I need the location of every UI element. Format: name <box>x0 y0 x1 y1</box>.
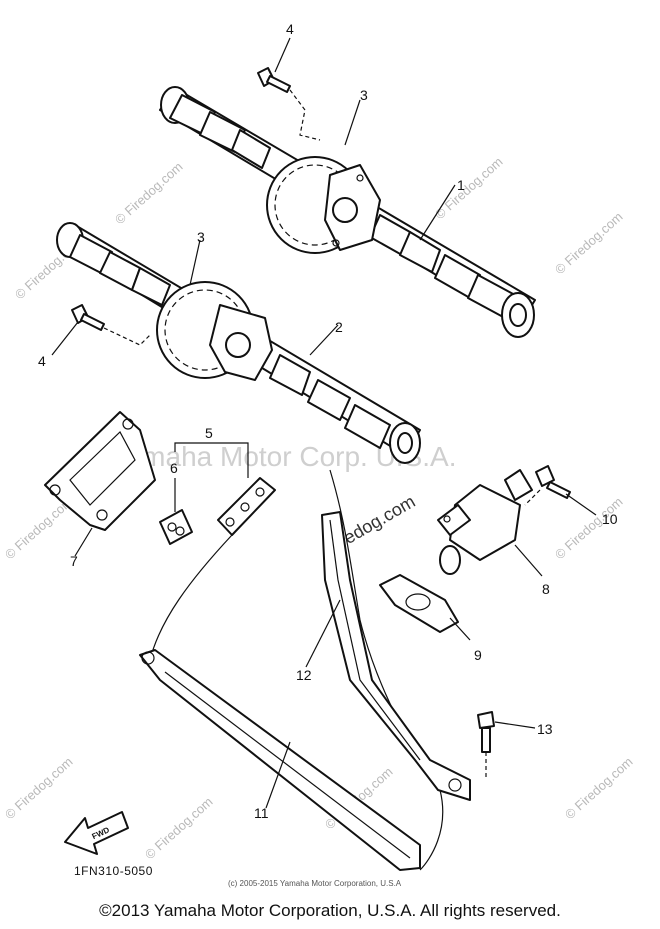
callout-10: 10 <box>602 511 618 527</box>
chain-guide-long <box>139 649 421 871</box>
chain-joint-link <box>159 509 193 545</box>
callout-1: 1 <box>457 177 465 193</box>
firedog-watermark: © Firedog.com <box>552 494 626 562</box>
callout-4-lower: 4 <box>38 353 46 369</box>
callout-8: 8 <box>542 581 550 597</box>
firedog-watermark: © Firedog.com <box>2 754 76 822</box>
callout-13: 13 <box>537 721 553 737</box>
sprocket-lower <box>156 281 273 381</box>
firedog-watermark: © Firedog.com <box>552 209 626 277</box>
callout-3-lower: 3 <box>197 229 205 245</box>
firedog-watermark: © Firedog.com <box>432 154 506 222</box>
guide-bolt <box>477 711 495 780</box>
tensioner-guide <box>321 511 471 801</box>
chain-link-section <box>217 477 276 536</box>
forward-arrow-icon: FWD <box>64 811 129 855</box>
callout-5: 5 <box>205 425 213 441</box>
firedog-watermark: © Firedog.com <box>142 794 216 862</box>
callout-7: 7 <box>70 553 78 569</box>
firedog-watermark: © Firedog.com <box>562 754 636 822</box>
chain-guide-top <box>44 411 156 531</box>
part-code: 1FN310-5050 <box>74 864 153 878</box>
callout-3-upper: 3 <box>360 87 368 103</box>
firedog-watermark: © Firedog.com <box>112 159 186 227</box>
callout-6: 6 <box>170 460 178 476</box>
callout-bracket-5 <box>174 442 249 478</box>
cam-bolt-upper <box>257 67 321 141</box>
callout-9: 9 <box>474 647 482 663</box>
callout-12: 12 <box>296 667 312 683</box>
chain-tensioner <box>437 469 533 575</box>
callout-4-upper: 4 <box>286 21 294 37</box>
diagram-copyright: (c) 2005-2015 Yamaha Motor Corporation, … <box>228 879 402 888</box>
footer-copyright: ©2013 Yamaha Motor Corporation, U.S.A. A… <box>99 901 561 920</box>
tensioner-bolt <box>524 465 571 506</box>
callout-2: 2 <box>335 319 343 335</box>
sprocket-upper <box>266 156 381 254</box>
leader-lines <box>51 37 597 809</box>
cam-bolt-lower <box>71 304 151 346</box>
tensioner-gasket <box>379 574 459 633</box>
callout-11: 11 <box>254 805 269 821</box>
